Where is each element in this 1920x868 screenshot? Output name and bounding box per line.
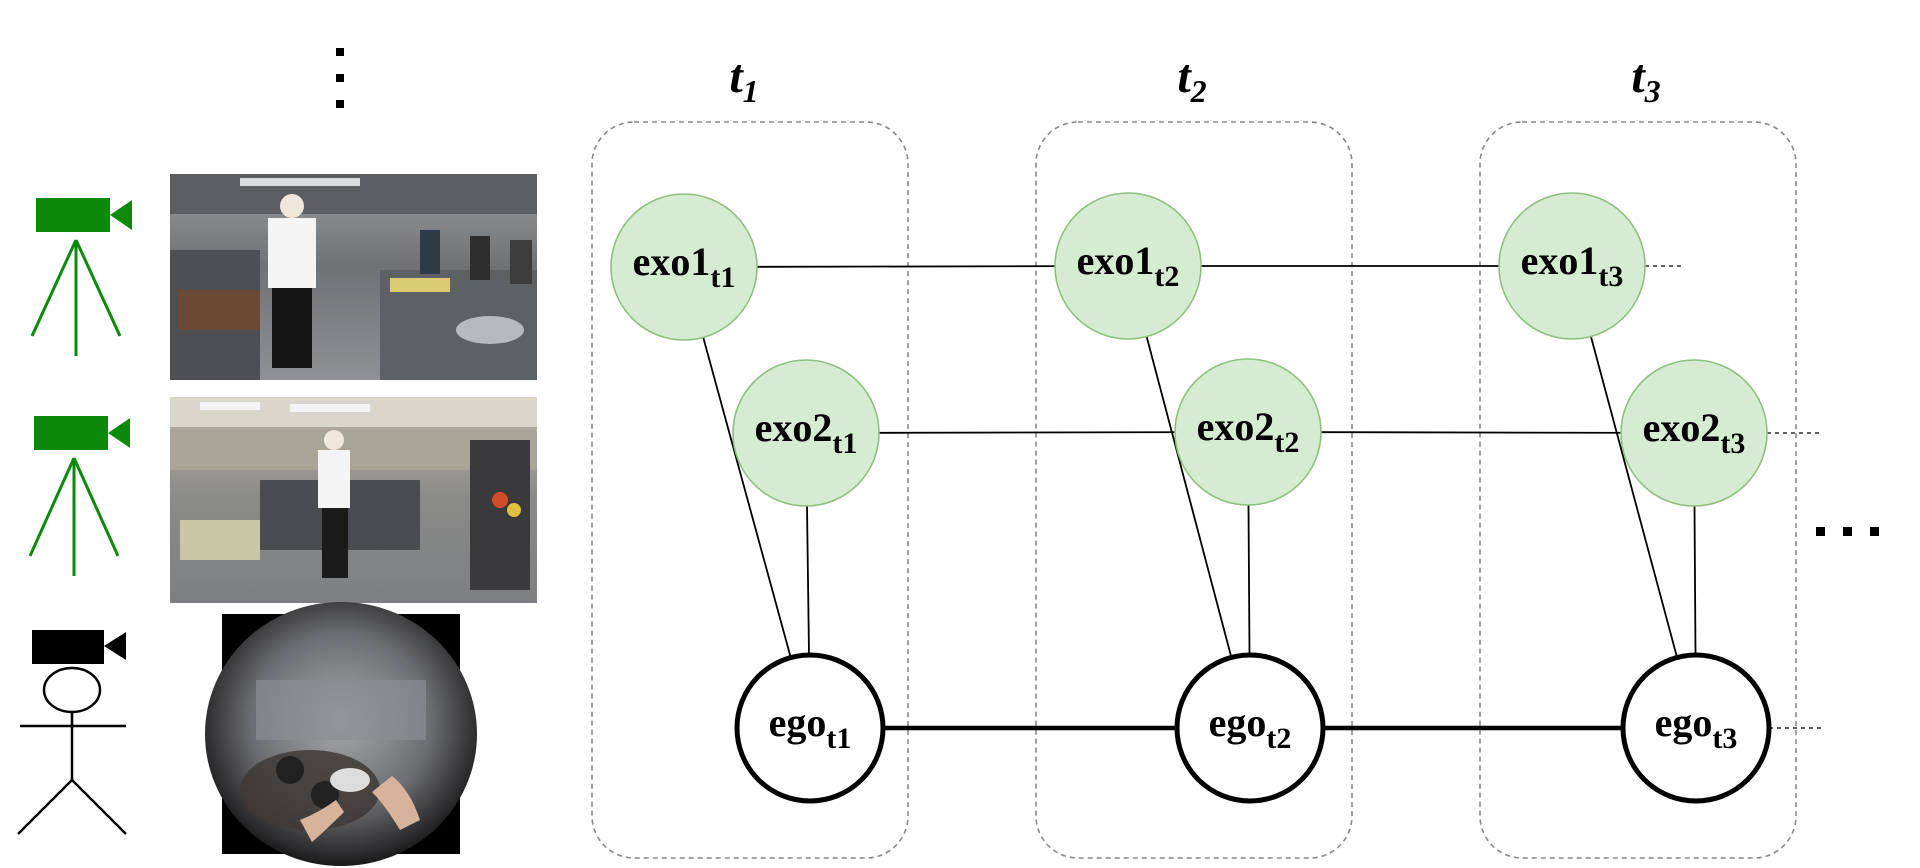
time-step-label: t2 bbox=[1177, 50, 1206, 109]
vertical-ellipsis bbox=[336, 48, 344, 108]
time-step-box bbox=[1479, 121, 1797, 859]
ellipsis-dot bbox=[336, 100, 344, 108]
exo2-node-label: exo2t2 bbox=[1197, 404, 1300, 459]
time-step-label: t3 bbox=[1631, 50, 1660, 109]
exo1-ego-edge bbox=[1571, 265, 1697, 729]
time-step-box bbox=[1035, 121, 1353, 859]
exo1-temporal-edge bbox=[683, 265, 1129, 268]
ellipsis-dot bbox=[1870, 527, 1879, 536]
exo1-node-label: exo1t3 bbox=[1521, 238, 1624, 293]
exo1-node-label: exo1t2 bbox=[1077, 238, 1180, 293]
tripod-camera-icon bbox=[30, 198, 132, 356]
head-mounted-camera-person-icon bbox=[17, 630, 127, 835]
tripod-camera-icon bbox=[28, 416, 130, 576]
exo1-ego-edge bbox=[1127, 265, 1251, 729]
time-step-label: t1 bbox=[729, 50, 758, 109]
ellipsis-dot bbox=[336, 74, 344, 82]
ellipsis-dot bbox=[1843, 527, 1852, 536]
ego-node-label: egot3 bbox=[1655, 700, 1738, 755]
exo2-node-label: exo2t1 bbox=[755, 405, 858, 460]
horizontal-ellipsis bbox=[1816, 527, 1879, 536]
ellipsis-dot bbox=[1816, 527, 1825, 536]
exo2-node bbox=[1174, 358, 1322, 506]
exo2-node bbox=[732, 359, 880, 507]
exo1-node bbox=[610, 193, 758, 341]
exo1-ego-edge bbox=[683, 266, 811, 729]
ego-node bbox=[734, 652, 886, 804]
exo1-node-label: exo1t1 bbox=[633, 239, 736, 294]
exo1-node bbox=[1054, 192, 1202, 340]
exo1-node bbox=[1498, 192, 1646, 340]
ego-node bbox=[1174, 652, 1326, 804]
ego-node-label: egot1 bbox=[769, 700, 852, 755]
ellipsis-dot bbox=[336, 48, 344, 56]
ego-node-label: egot2 bbox=[1209, 700, 1292, 755]
exo2-temporal-edge bbox=[1247, 431, 1695, 434]
exo-view-1-image bbox=[170, 174, 537, 380]
temporal-graph: t1 t2 t3 exo1t1 exo1t2 exo1t3 exo2t1 exo2t2 exo2… bbox=[591, 50, 1821, 859]
time-step-box bbox=[591, 121, 909, 859]
exo2-node bbox=[1620, 359, 1768, 507]
exo-view-2-image bbox=[170, 397, 537, 603]
ego-view-image bbox=[205, 602, 477, 866]
ego-node bbox=[1620, 652, 1772, 804]
exo2-node-label: exo2t3 bbox=[1643, 405, 1746, 460]
